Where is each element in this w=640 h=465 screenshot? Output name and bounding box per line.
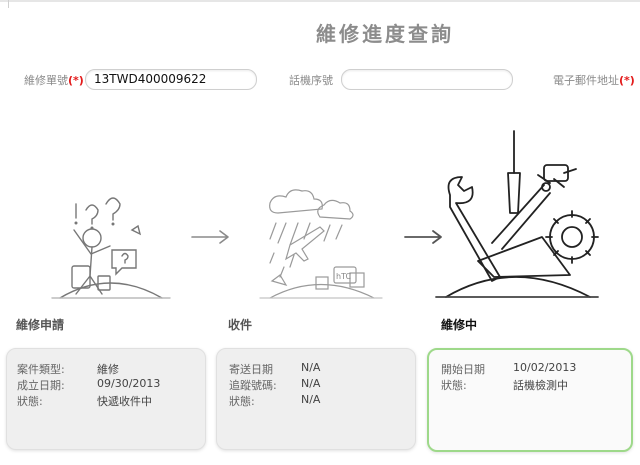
application-illustration	[51, 197, 171, 299]
repair-number-input[interactable]: 13TWD400009622	[85, 69, 257, 90]
status-card-repairing: 開始日期 10/02/2013 狀態: 話機檢測中	[427, 348, 633, 452]
required-mark: (*)	[619, 74, 635, 87]
step-label-repairing: 維修中	[441, 318, 478, 332]
row-value: N/A	[301, 377, 321, 390]
row-value: N/A	[301, 361, 321, 374]
corner-tick	[8, 0, 9, 8]
row-key: 案件類型:	[17, 363, 65, 376]
row-key: 追蹤號碼:	[229, 379, 277, 392]
row-key: 成立日期:	[17, 379, 65, 392]
row-value: 話機檢測中	[513, 379, 568, 392]
row-key: 寄送日期	[229, 363, 273, 376]
arrow-right-icon	[191, 230, 229, 244]
shipping-illustration: hTC	[259, 189, 383, 299]
row-key: 狀態:	[441, 379, 467, 392]
arrow-right-icon	[404, 230, 442, 244]
row-value: 維修	[97, 363, 119, 376]
row-value: 09/30/2013	[97, 377, 161, 390]
serial-number-input[interactable]	[341, 69, 513, 90]
row-key: 狀態:	[17, 395, 43, 408]
row-value: N/A	[301, 393, 321, 406]
row-value: 快遞收件中	[97, 395, 152, 408]
row-key: 狀態:	[229, 395, 255, 408]
status-card-received: 寄送日期 N/A 追蹤號碼: N/A 狀態: N/A	[216, 348, 416, 450]
repair-number-label: 維修單號(*)	[24, 74, 84, 87]
step-label-received: 收件	[228, 318, 253, 332]
serial-number-label: 話機序號	[289, 74, 333, 87]
required-mark: (*)	[68, 74, 84, 87]
top-divider	[0, 0, 640, 2]
row-value: 10/02/2013	[513, 361, 577, 374]
email-label: 電子郵件地址(*)	[553, 74, 635, 87]
status-card-application: 案件類型: 維修 成立日期: 09/30/2013 狀態: 快遞收件中	[6, 348, 206, 450]
row-key: 開始日期	[441, 363, 485, 376]
box-mark: hTC	[336, 272, 351, 281]
page-title: 維修進度查詢	[316, 22, 454, 46]
step-label-application: 維修申請	[16, 318, 65, 332]
repair-illustration	[435, 130, 599, 298]
